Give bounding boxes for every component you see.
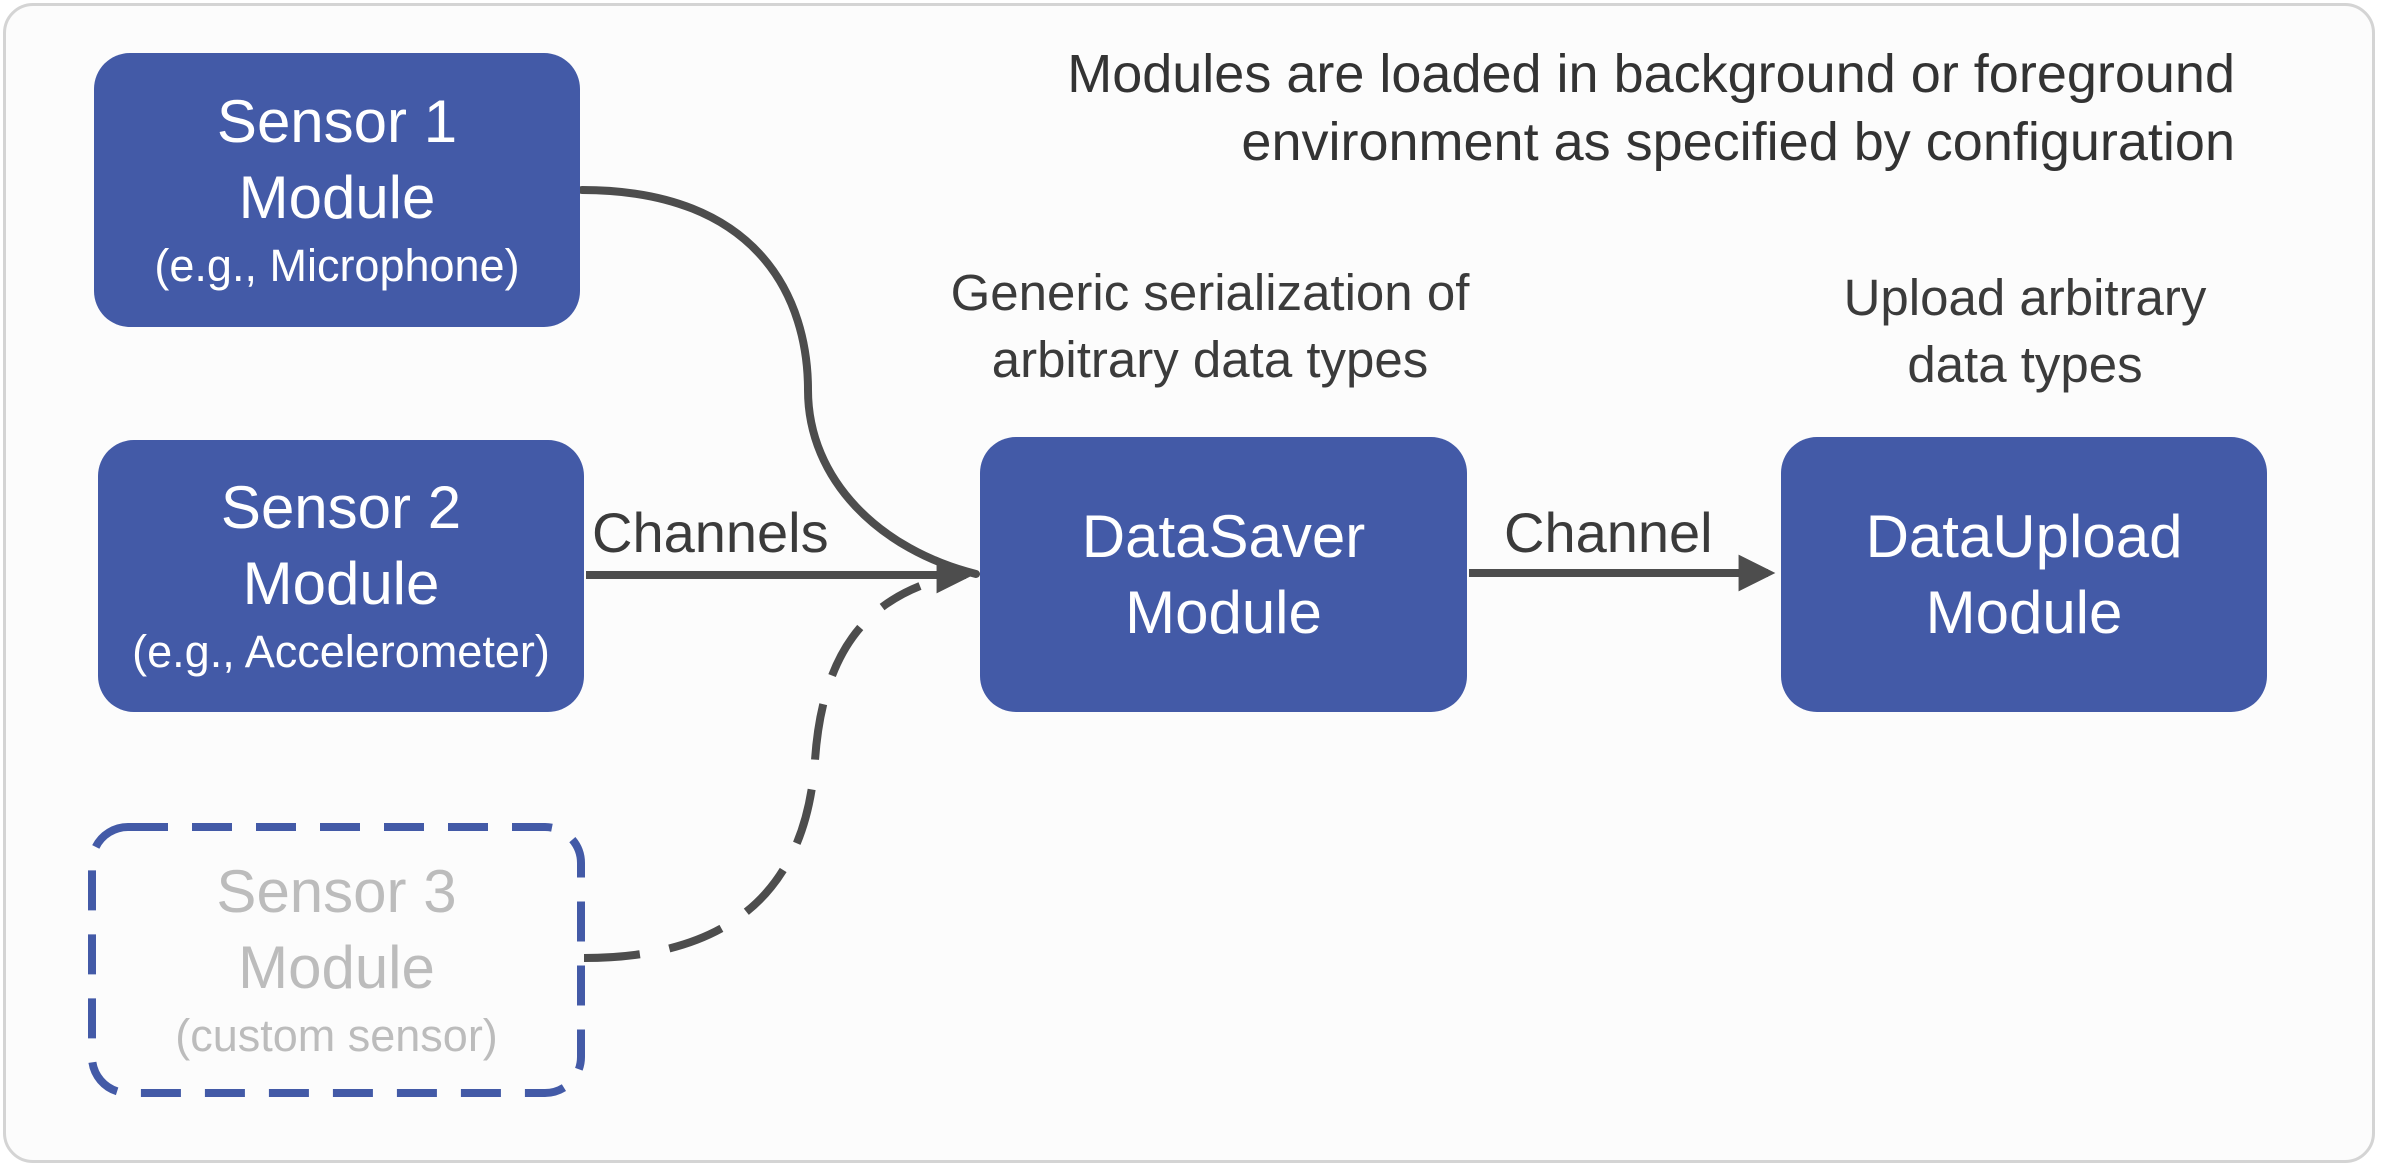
sensor-1-title: Sensor 1	[216, 88, 458, 155]
sensor-3-module[interactable]: Sensor 3 Module (custom sensor)	[88, 823, 585, 1097]
connector-sensor1-to-datasaver	[578, 186, 980, 578]
datasaver-note-line-2: arbitrary data types	[991, 331, 1429, 388]
sensor-1-subtitle: Module	[238, 164, 436, 231]
channels-edge-label: Channels	[592, 501, 829, 564]
sensor-2-subtitle: Module	[242, 550, 440, 617]
configuration-note-line-1: Modules are loaded in background or fore…	[1067, 44, 2235, 104]
sensor-3-dashed-border	[88, 823, 585, 1097]
datasaver-note: Generic serialization of arbitrary data …	[860, 259, 1560, 393]
sensor-1-detail: (e.g., Microphone)	[154, 240, 520, 291]
sensor-3-title: Sensor 3	[216, 858, 457, 925]
connector-sensor3-to-datasaver	[583, 582, 922, 962]
sensor-2-title: Sensor 2	[220, 474, 462, 541]
dataupload-title: DataUpload	[1865, 502, 2183, 570]
channel-edge-label: Channel	[1504, 501, 1713, 564]
dataupload-note: Upload arbitrary data types	[1725, 264, 2325, 398]
sensor-1-module[interactable]: Sensor 1 Module (e.g., Microphone)	[94, 53, 580, 327]
datasaver-subtitle: Module	[1125, 578, 1322, 646]
dataupload-note-line-2: data types	[1907, 336, 2143, 393]
datasaver-note-line-1: Generic serialization of	[950, 264, 1470, 321]
configuration-note: Modules are loaded in background or fore…	[900, 40, 2235, 176]
dataupload-subtitle: Module	[1925, 578, 2123, 646]
datasaver-module[interactable]: DataSaver Module	[980, 437, 1467, 712]
configuration-note-line-2: environment as specified by configuratio…	[1241, 112, 2235, 172]
dataupload-module[interactable]: DataUpload Module	[1781, 437, 2267, 712]
sensor-3-subtitle: Module	[238, 934, 435, 1001]
datasaver-title: DataSaver	[1081, 502, 1366, 570]
sensor-2-detail: (e.g., Accelerometer)	[132, 626, 550, 677]
dataupload-note-line-1: Upload arbitrary	[1843, 269, 2207, 326]
sensor-2-module[interactable]: Sensor 2 Module (e.g., Accelerometer)	[98, 440, 584, 712]
sensor-3-detail: (custom sensor)	[175, 1010, 498, 1061]
